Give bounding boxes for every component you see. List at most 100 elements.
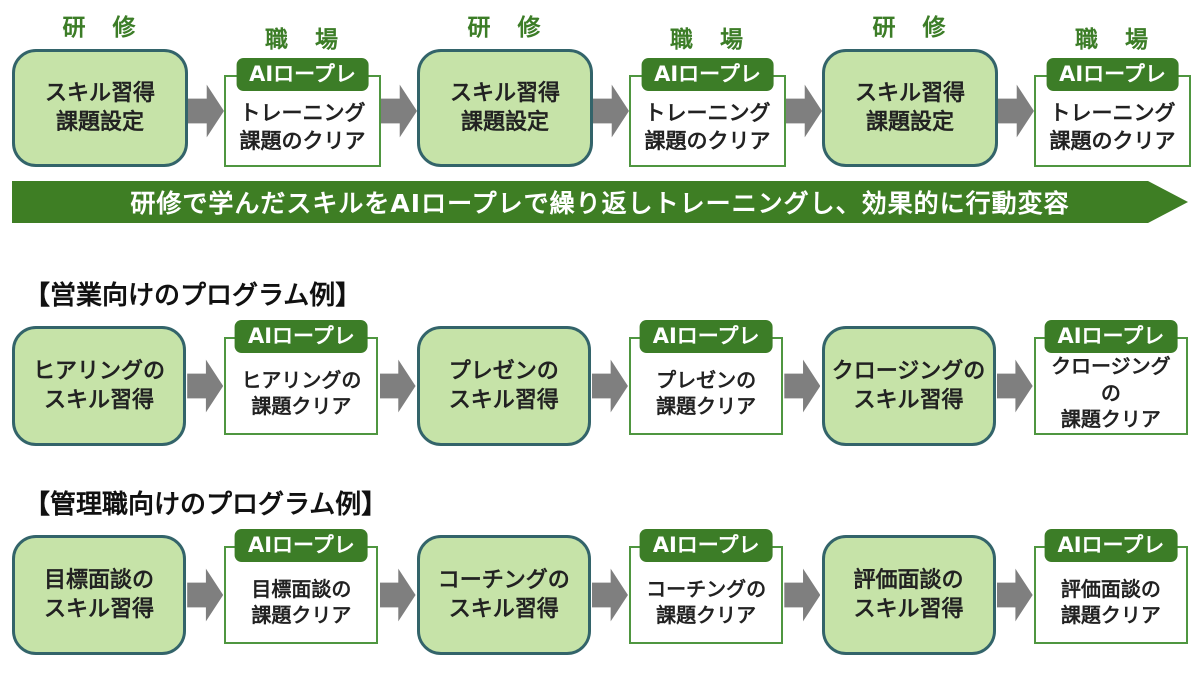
skill-box-text: ヒアリングの [32, 358, 165, 384]
training-box-text: 課題設定 [460, 110, 549, 135]
training-box: スキル習得 課題設定 [12, 49, 188, 167]
training-phase-column: 研 修 スキル習得 課題設定 [822, 8, 998, 167]
flow-arrow-icon [996, 568, 1033, 622]
flow-arrow-icon [998, 84, 1034, 138]
skill-box: 評価面談の スキル習得 [821, 535, 996, 655]
ai-roleplay-tag: AIロープレ [639, 320, 773, 354]
clear-box-text: 課題クリア [656, 394, 757, 418]
workplace-box-text: 課題のクリア [1049, 129, 1176, 153]
workplace-box-wrap: AIロープレ トレーニング 課題のクリア [629, 58, 786, 167]
clear-box-text: の [1100, 380, 1121, 405]
clear-box: クロージング の 課題クリア [1033, 337, 1188, 435]
workplace-box-text: 課題のクリア [239, 129, 366, 153]
training-phase-label: 研 修 [872, 15, 948, 41]
clear-box-wrap: AIロープレ 評価面談の 課題クリア [1033, 529, 1188, 644]
workplace-phase-label: 職 場 [265, 27, 340, 53]
section-heading-sales: 【営業向けのプログラム例】 [24, 281, 362, 311]
clear-box-text: 目標面談の [251, 576, 352, 601]
clear-box-wrap: AIロープレ コーチングの 課題クリア [629, 529, 784, 644]
banner-text: 研修で学んだスキルをAIロープレで繰り返しトレーニングし、効果的に行動変容 [130, 189, 1070, 218]
workplace-box-text: トレーニング [1049, 101, 1176, 126]
training-box: スキル習得 課題設定 [822, 49, 998, 167]
clear-box: ヒアリングの 課題クリア [224, 337, 379, 435]
flow-arrow-icon [381, 84, 417, 138]
skill-box: クロージングの スキル習得 [821, 326, 996, 446]
skill-box-text: クロージングの [831, 358, 986, 384]
workplace-box-wrap: AIロープレ トレーニング 課題のクリア [1034, 58, 1191, 167]
ai-roleplay-tag: AIロープレ [1044, 320, 1178, 354]
skill-box-text: プレゼンの [448, 358, 559, 384]
clear-box-wrap: AIロープレ 目標面談の 課題クリア [224, 529, 379, 644]
clear-box-text: 課題クリア [656, 603, 757, 627]
clear-box-text: 課題クリア [251, 603, 352, 627]
skill-box: プレゼンの スキル習得 [416, 326, 591, 446]
flow-arrow-icon [591, 359, 628, 413]
training-phase-column: 研 修 スキル習得 課題設定 [417, 8, 593, 167]
ai-roleplay-tag: AIロープレ [641, 58, 774, 92]
flow-arrow-icon [784, 568, 821, 622]
sales-flow-row: ヒアリングの スキル習得 AIロープレ ヒアリングの 課題クリア プレゼンの ス… [12, 320, 1188, 446]
ai-roleplay-tag: AIロープレ [234, 529, 368, 563]
skill-box-text: 評価面談の [853, 567, 964, 593]
clear-box-text: 評価面談の [1060, 576, 1161, 601]
clear-box-text: 課題クリア [1060, 407, 1161, 432]
workplace-box-wrap: AIロープレ トレーニング 課題のクリア [224, 58, 381, 167]
flow-arrow-icon [188, 84, 224, 138]
flow-arrow-icon [379, 568, 416, 622]
clear-box: プレゼンの 課題クリア [629, 337, 784, 435]
clear-box-wrap: AIロープレ クロージング の 課題クリア [1033, 320, 1188, 435]
ai-roleplay-tag: AIロープレ [236, 58, 369, 92]
workplace-phase-label: 職 場 [670, 27, 745, 53]
clear-box: 目標面談の 課題クリア [224, 546, 379, 644]
clear-box-text: プレゼンの [656, 367, 757, 392]
ai-roleplay-tag: AIロープレ [234, 320, 368, 354]
skill-box: 目標面談の スキル習得 [12, 535, 186, 655]
workplace-box-text: トレーニング [239, 101, 366, 126]
training-box-text: 課題設定 [55, 110, 144, 135]
training-phase-label: 研 修 [62, 15, 138, 41]
workplace-box-text: トレーニング [644, 101, 771, 126]
flow-arrow-icon [786, 84, 822, 138]
skill-box-text: スキル習得 [448, 388, 559, 413]
skill-box-text: スキル習得 [43, 388, 154, 413]
skill-box-text: スキル習得 [853, 597, 964, 622]
training-box: スキル習得 課題設定 [417, 49, 593, 167]
workplace-phase-column: 職 場 AIロープレ トレーニング 課題のクリア [629, 20, 786, 167]
skill-box-text: スキル習得 [43, 597, 154, 622]
section-heading-management: 【管理職向けのプログラム例】 [24, 490, 388, 520]
skill-box: ヒアリングの スキル習得 [12, 326, 186, 446]
training-box-text: スキル習得 [44, 80, 155, 106]
ai-roleplay-tag: AIロープレ [1044, 529, 1178, 563]
clear-box-text: コーチングの [646, 576, 767, 601]
workplace-phase-column: 職 場 AIロープレ トレーニング 課題のクリア [1034, 20, 1191, 167]
training-box-text: 課題設定 [865, 110, 954, 135]
top-flow-row: 研 修 スキル習得 課題設定 職 場 AIロープレ トレーニング 課題のクリア … [12, 8, 1191, 167]
flow-arrow-icon [996, 359, 1033, 413]
clear-box: コーチングの 課題クリア [629, 546, 784, 644]
workplace-box-text: 課題のクリア [644, 129, 771, 153]
training-box-text: スキル習得 [854, 80, 965, 106]
workplace-phase-label: 職 場 [1075, 27, 1150, 53]
training-phase-label: 研 修 [467, 15, 543, 41]
clear-box-text: クロージング [1051, 354, 1171, 379]
skill-box-text: スキル習得 [853, 388, 964, 413]
skill-box-text: 目標面談の [43, 567, 154, 593]
workplace-phase-column: 職 場 AIロープレ トレーニング 課題のクリア [224, 20, 381, 167]
skill-box-text: コーチングの [437, 567, 570, 593]
banner-arrow: 研修で学んだスキルをAIロープレで繰り返しトレーニングし、効果的に行動変容 [12, 181, 1188, 223]
ai-roleplay-tag: AIロープレ [1046, 58, 1179, 92]
clear-box-text: 課題クリア [1060, 603, 1161, 627]
clear-box-wrap: AIロープレ ヒアリングの 課題クリア [224, 320, 379, 435]
flow-arrow-icon [593, 84, 629, 138]
flow-arrow-icon [784, 359, 821, 413]
skill-box: コーチングの スキル習得 [416, 535, 591, 655]
ai-roleplay-tag: AIロープレ [639, 529, 773, 563]
management-flow-row: 目標面談の スキル習得 AIロープレ 目標面談の 課題クリア コーチングの スキ… [12, 529, 1188, 655]
clear-box-wrap: AIロープレ プレゼンの 課題クリア [629, 320, 784, 435]
flow-arrow-icon [379, 359, 416, 413]
clear-box-text: ヒアリングの [241, 367, 362, 392]
skill-box-text: スキル習得 [448, 597, 559, 622]
flow-arrow-icon [187, 568, 224, 622]
flow-arrow-icon [591, 568, 628, 622]
